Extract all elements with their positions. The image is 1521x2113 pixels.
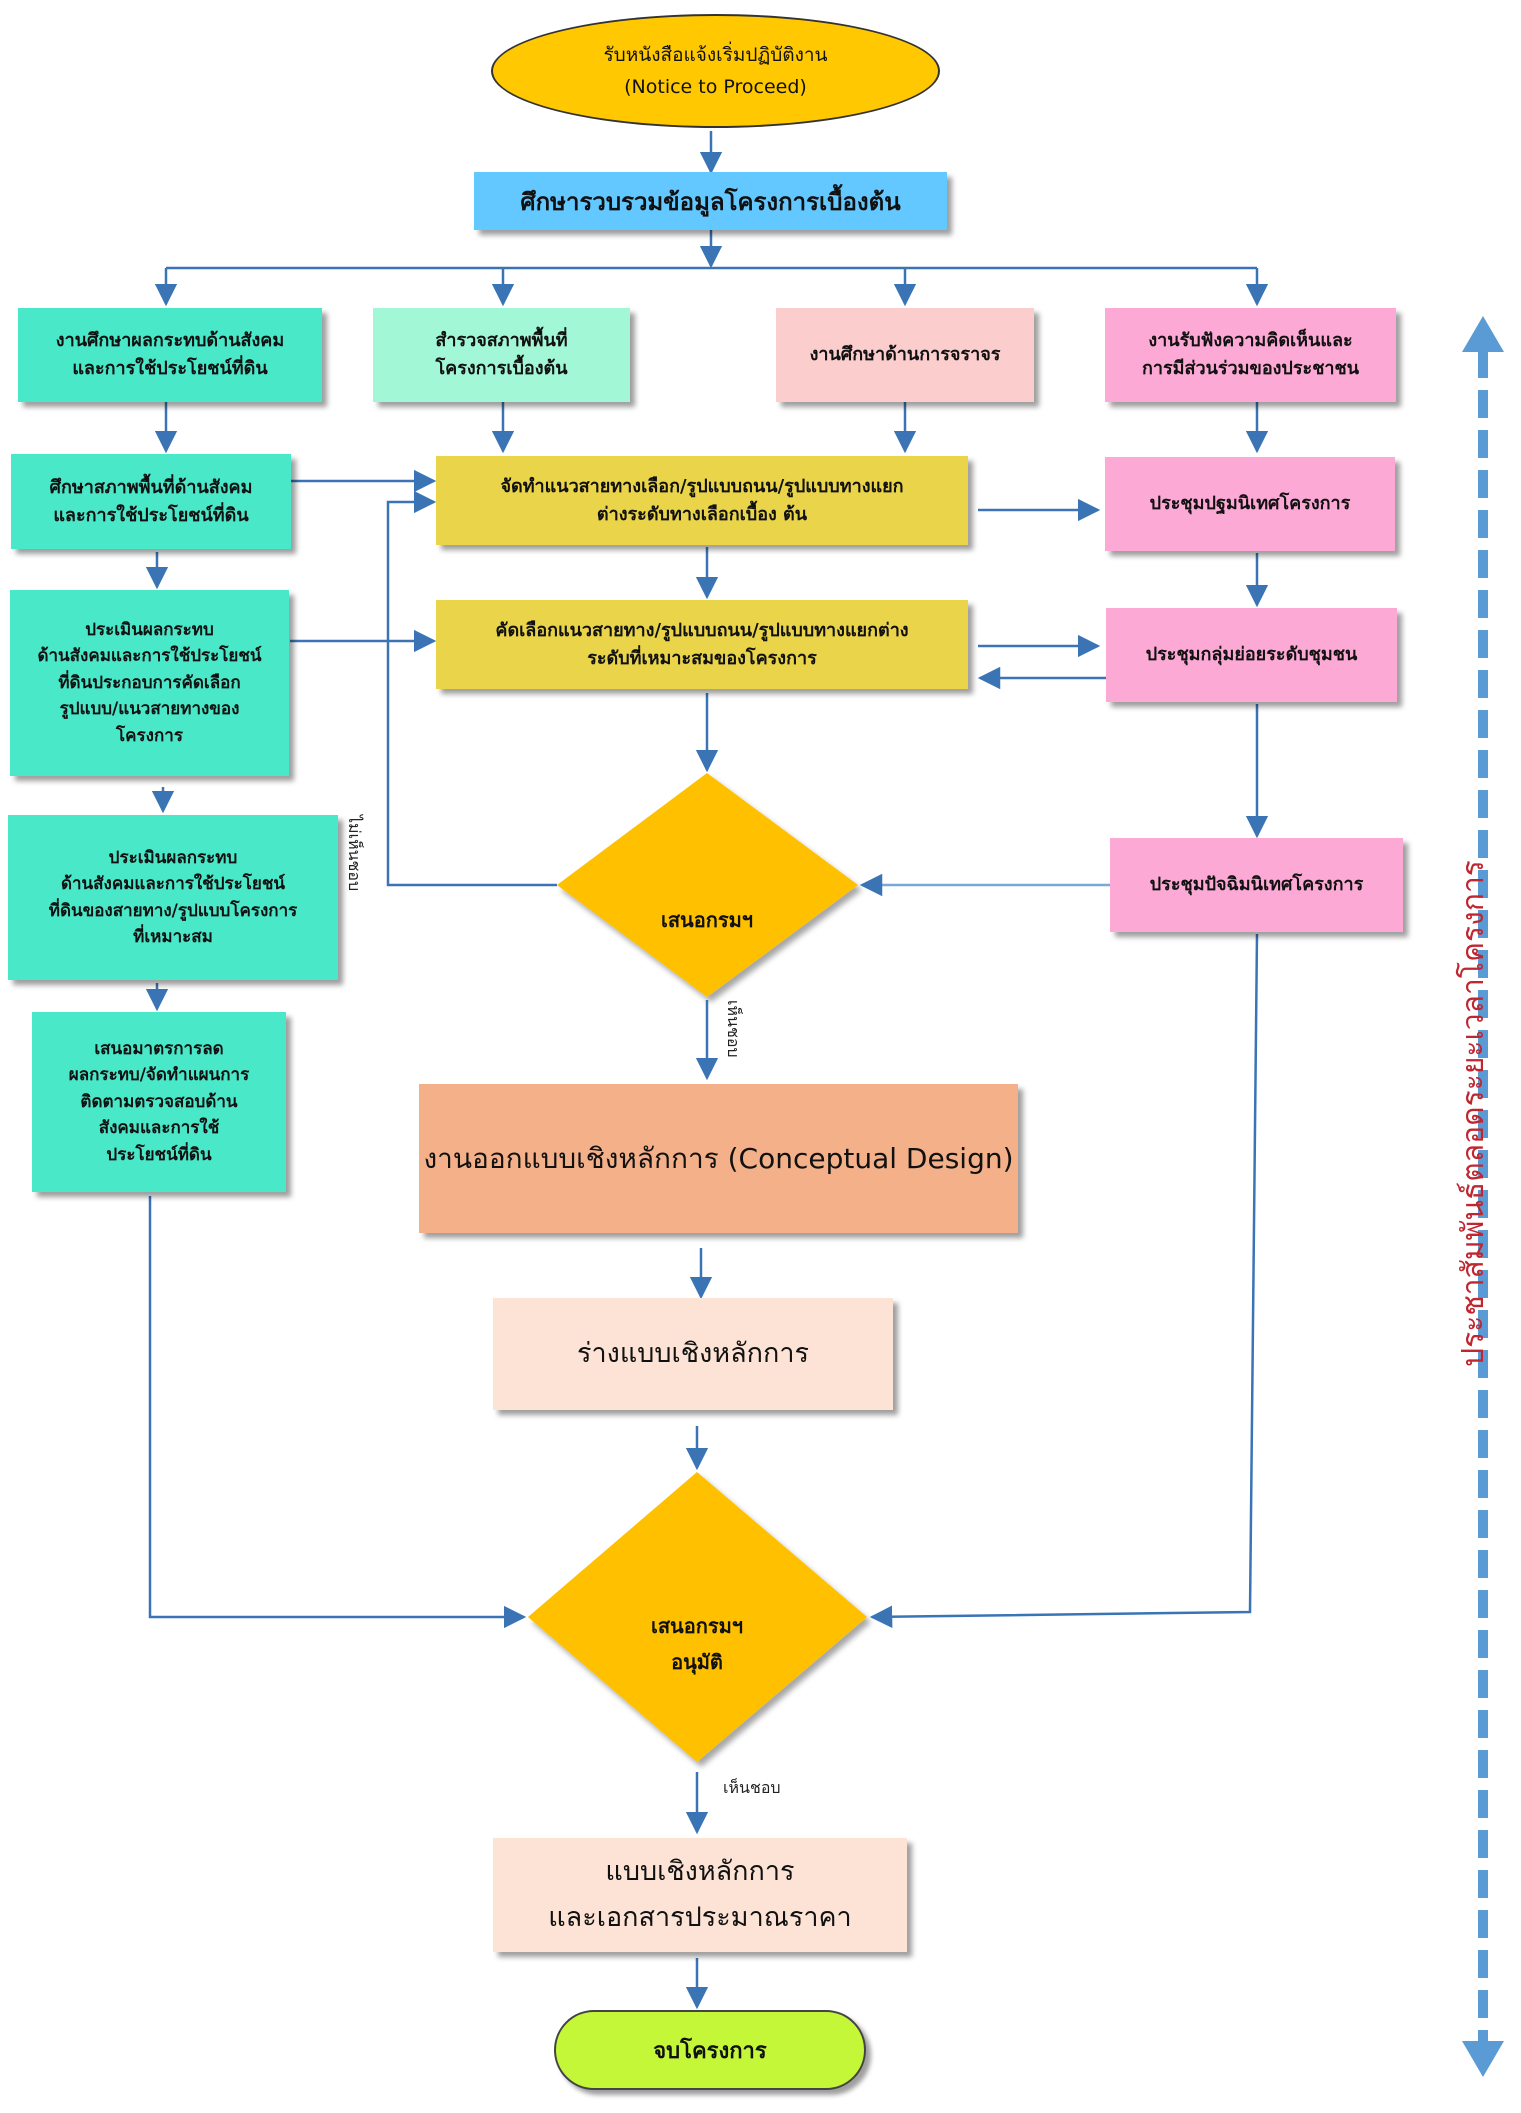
- start-node: รับหนังสือแจ้งเริ่มปฏิบัติงาน (Notice to…: [491, 14, 940, 128]
- decision-diamond-approve: [528, 1472, 867, 1762]
- approve-label: เสนอกรมฯ อนุมัติ: [651, 1614, 743, 1674]
- final-meeting-node: ประชุมปัจฉิมนิเทศโครงการ: [1110, 838, 1403, 932]
- submit-dept-label: เสนอกรมฯ: [661, 908, 753, 932]
- select-node: คัดเลือกแนวสายทาง/รูปแบบถนน/รูปแบบทางแยก…: [436, 600, 968, 689]
- decision-diamond-submit: [557, 773, 858, 997]
- public-node: งานรับฟังความคิดเห็นและ การมีส่วนร่วมของ…: [1105, 308, 1396, 402]
- draft-node: ร่างแบบเชิงหลักการ: [493, 1298, 893, 1410]
- end-node: จบโครงการ: [554, 2010, 866, 2090]
- kickoff-node: ประชุมปฐมนิเทศโครงการ: [1105, 457, 1395, 551]
- alignment-node: จัดทำแนวสายทางเลือก/รูปแบบถนน/รูปแบบทางแ…: [436, 456, 968, 545]
- conceptual-design-node: งานออกแบบเชิงหลักการ (Conceptual Design): [419, 1084, 1018, 1233]
- focus-group-node: ประชุมกลุ่มย่อยระดับชุมชน: [1106, 608, 1397, 702]
- survey-node: สำรวจสภาพพื้นที่ โครงการเบื้องต้น: [373, 308, 630, 402]
- agree-label: เห็นชอบ: [723, 1778, 781, 1797]
- social-study-node: งานศึกษาผลกระทบด้านสังคม และการใช้ประโยช…: [18, 308, 322, 402]
- social-area-node: ศึกษาสภาพพื้นที่ด้านสังคม และการใช้ประโย…: [11, 454, 291, 549]
- traffic-node: งานศึกษาด้านการจราจร: [776, 308, 1034, 402]
- publicity-double-arrow: [1462, 316, 1504, 2077]
- final-doc-node: แบบเชิงหลักการ และเอกสารประมาณราคา: [493, 1838, 907, 1952]
- assess-suitable-node: ประเมินผลกระทบ ด้านสังคมและการใช้ประโยชน…: [8, 815, 338, 980]
- mitigation-node: เสนอมาตรการลด ผลกระทบ/จัดทำแผนการ ติดตาม…: [32, 1012, 286, 1192]
- connector-lines: [145, 131, 1269, 2010]
- assess-select-node: ประเมินผลกระทบ ด้านสังคมและการใช้ประโยชน…: [10, 590, 289, 776]
- publicity-side-note: ประชาสัมพันธ์ตลอดระยะเวลาโครงการ: [1455, 860, 1491, 1367]
- agree-vertical-label: เห็นชอบ: [724, 1000, 743, 1058]
- reject-label: ไม่เห็นชอบ: [345, 815, 364, 892]
- collect-node: ศึกษารวบรวมข้อมูลโครงการเบื้องต้น: [474, 172, 947, 230]
